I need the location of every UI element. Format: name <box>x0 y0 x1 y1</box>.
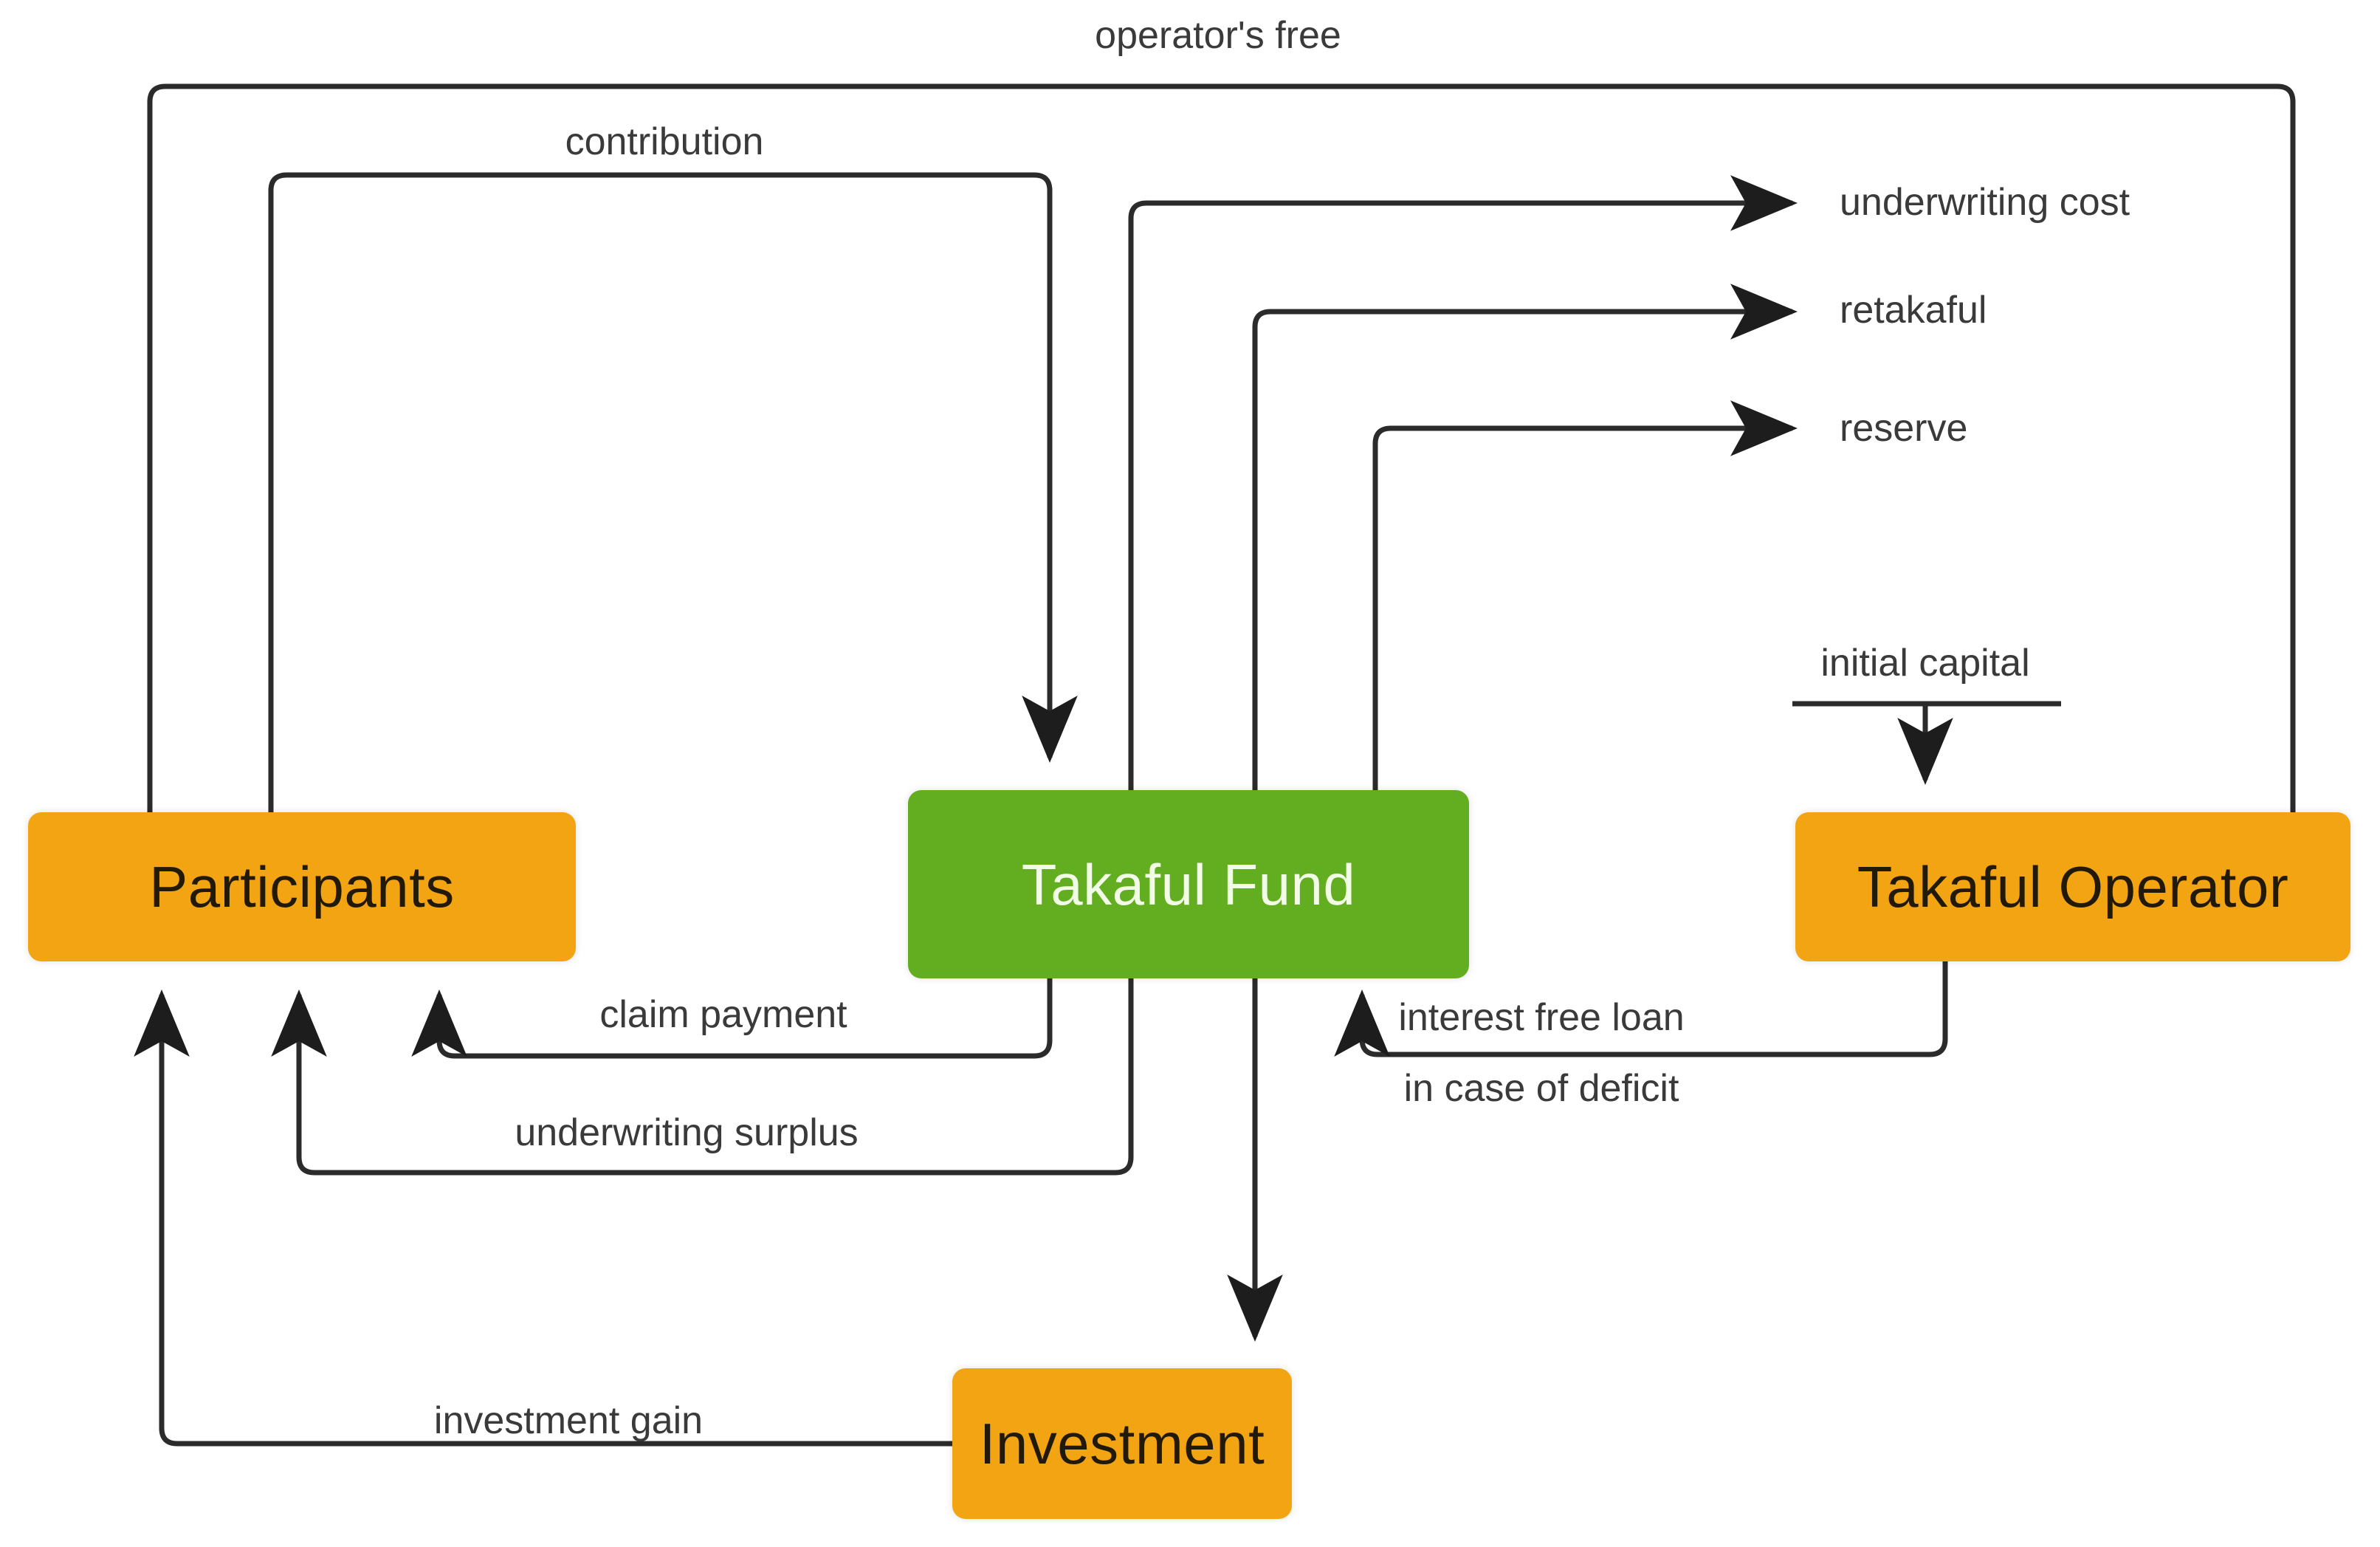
edge-underwriting-surplus <box>271 978 1134 1176</box>
edge-label-initial-capital: initial capital <box>1820 642 2030 685</box>
edge-reserve <box>1372 400 1798 790</box>
edge-claim-payment <box>411 978 1053 1059</box>
edge-operators-free <box>122 83 2296 932</box>
node-participants-label: Participants <box>149 854 455 919</box>
edge-label-reserve: reserve <box>1840 407 1968 450</box>
edge-interest-free-loan <box>1334 961 1948 1057</box>
edge-label-interest-free-loan: interest free loan <box>1398 996 1685 1039</box>
node-takaful-fund[interactable]: Takaful Fund <box>908 790 1469 978</box>
node-participants[interactable]: Participants <box>28 812 576 961</box>
edge-investment-gain <box>134 989 952 1447</box>
edge-retakaful <box>1252 284 1798 790</box>
edge-label-claim-payment: claim payment <box>599 993 847 1036</box>
edge-label-underwriting-surplus: underwriting surplus <box>515 1111 859 1154</box>
edge-label-underwriting-cost: underwriting cost <box>1840 181 2130 224</box>
edge-label-retakaful: retakaful <box>1840 289 1987 332</box>
node-takaful-operator[interactable]: Takaful Operator <box>1795 812 2350 961</box>
edge-contribution <box>268 172 1078 812</box>
edge-underwriting-cost <box>1128 175 1798 790</box>
edge-label-in-case-of-deficit: in case of deficit <box>1403 1067 1679 1110</box>
edge-label-operators-free: operator's free <box>1095 14 1341 57</box>
edge-label-contribution: contribution <box>565 120 764 163</box>
node-takaful-fund-label: Takaful Fund <box>1021 851 1356 917</box>
node-takaful-operator-label: Takaful Operator <box>1857 854 2289 919</box>
edge-label-investment-gain: investment gain <box>433 1399 704 1442</box>
node-investment[interactable]: Investment <box>952 1368 1292 1519</box>
node-investment-label: Investment <box>979 1411 1265 1476</box>
